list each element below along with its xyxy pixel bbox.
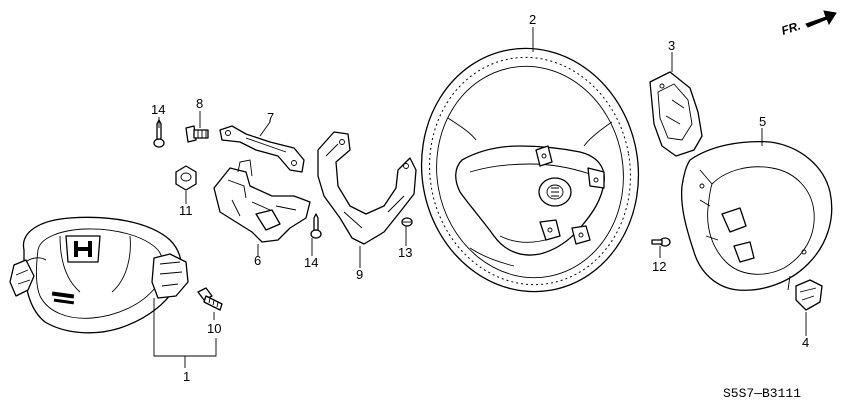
- diagram-code: S5S7—B3111: [723, 386, 801, 401]
- callout-1: 1: [183, 369, 190, 384]
- nut-11: [175, 165, 197, 191]
- screw-14-middle: [310, 213, 322, 239]
- direction-label: FR.: [780, 19, 803, 38]
- callout-5: 5: [759, 114, 766, 129]
- callout-13: 13: [398, 245, 412, 260]
- callout-3: 3: [668, 38, 675, 53]
- callout-12: 12: [652, 259, 666, 274]
- callout-14-middle: 14: [304, 255, 318, 270]
- callout-10: 10: [207, 321, 221, 336]
- honda-logo-icon: [65, 235, 101, 263]
- callout-11: 11: [179, 203, 193, 218]
- callout-9: 9: [356, 267, 363, 282]
- callout-8: 8: [196, 96, 203, 111]
- bolt-10: [197, 287, 223, 311]
- srs-airbag-lettering: [51, 291, 75, 305]
- callout-7: 7: [267, 110, 274, 125]
- steering-wheel: [420, 47, 640, 293]
- screw-12: [651, 237, 671, 247]
- switch-bracket-6: [213, 159, 311, 243]
- screw-14-left: [153, 119, 165, 148]
- bracket-plate-7: [219, 125, 305, 173]
- callout-4: 4: [802, 335, 809, 350]
- bolt-8: [185, 125, 209, 143]
- callout-14-left: 14: [151, 102, 165, 117]
- airbag-module: [9, 216, 189, 334]
- switch-cover-3: [649, 71, 703, 157]
- lower-cover-5: [680, 140, 833, 291]
- leader-lines: [153, 27, 807, 368]
- callout-2: 2: [529, 12, 536, 27]
- direction-arrow-icon: [805, 10, 837, 28]
- clip-4: [795, 279, 823, 311]
- front-direction-indicator: FR.: [780, 10, 837, 38]
- callout-6: 6: [254, 253, 261, 268]
- screw-13: [401, 217, 413, 227]
- bracket-9: [317, 131, 417, 245]
